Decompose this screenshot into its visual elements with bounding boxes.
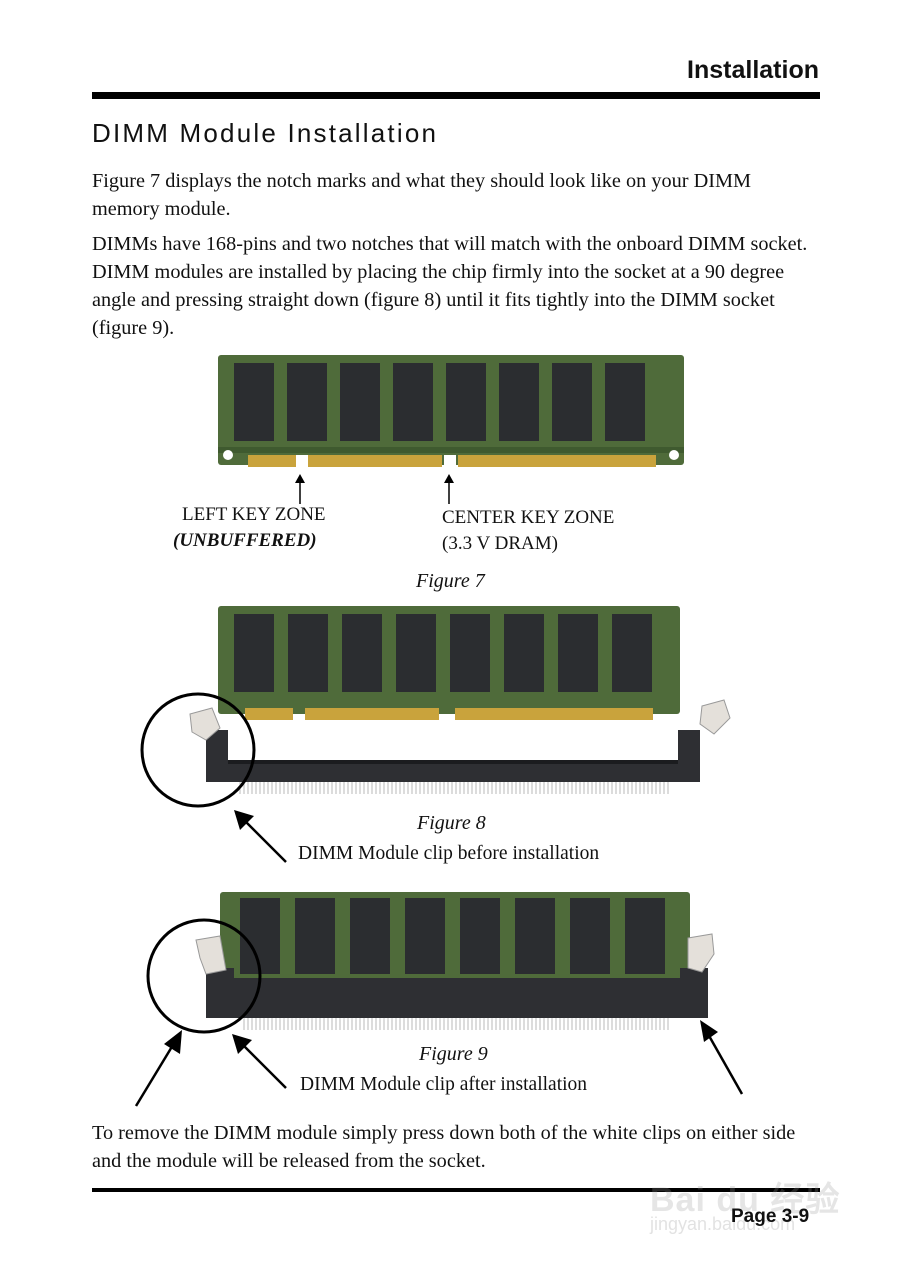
dram-voltage-label: (3.3 V DRAM) (442, 533, 558, 554)
figure8-caption: Figure 8 (417, 812, 486, 834)
page-number: Page 3-9 (731, 1206, 810, 1227)
figure9-note: DIMM Module clip after installation (300, 1074, 588, 1095)
inner-left-pointer-arrow (232, 1034, 287, 1089)
right-pointer-arrow (700, 1020, 744, 1095)
outer-left-pointer-arrow (134, 1030, 182, 1107)
baidu-watermark: Bai du 经验 (650, 1181, 841, 1219)
footer-rule (92, 1188, 820, 1192)
figure8-note: DIMM Module clip before installation (298, 843, 600, 864)
unbuffered-label: (UNBUFFERED) (173, 530, 317, 551)
dimm-module-image (218, 355, 684, 471)
center-key-zone-label: CENTER KEY ZONE (442, 507, 615, 528)
dimm-before-install-image (140, 606, 731, 808)
clip-pointer-arrow (234, 810, 287, 863)
header-rule (92, 92, 820, 99)
dimm-after-install-image (146, 892, 715, 1034)
left-key-arrow (295, 474, 305, 504)
page-title: DIMM Module Installation (92, 118, 439, 148)
left-key-zone-label: LEFT KEY ZONE (182, 504, 326, 525)
section-header: Installation (687, 56, 819, 84)
center-key-arrow (444, 474, 454, 504)
instructions-paragraph: DIMMs have 168-pins and two notches that… (92, 233, 808, 339)
removal-paragraph: To remove the DIMM module simply press d… (92, 1122, 796, 1172)
figure9-caption: Figure 9 (419, 1043, 488, 1065)
baidu-watermark-url: jingyan.baidu.com (650, 1214, 796, 1234)
figure7-caption: Figure 7 (416, 570, 485, 592)
intro-paragraph: Figure 7 displays the notch marks and wh… (92, 170, 752, 220)
